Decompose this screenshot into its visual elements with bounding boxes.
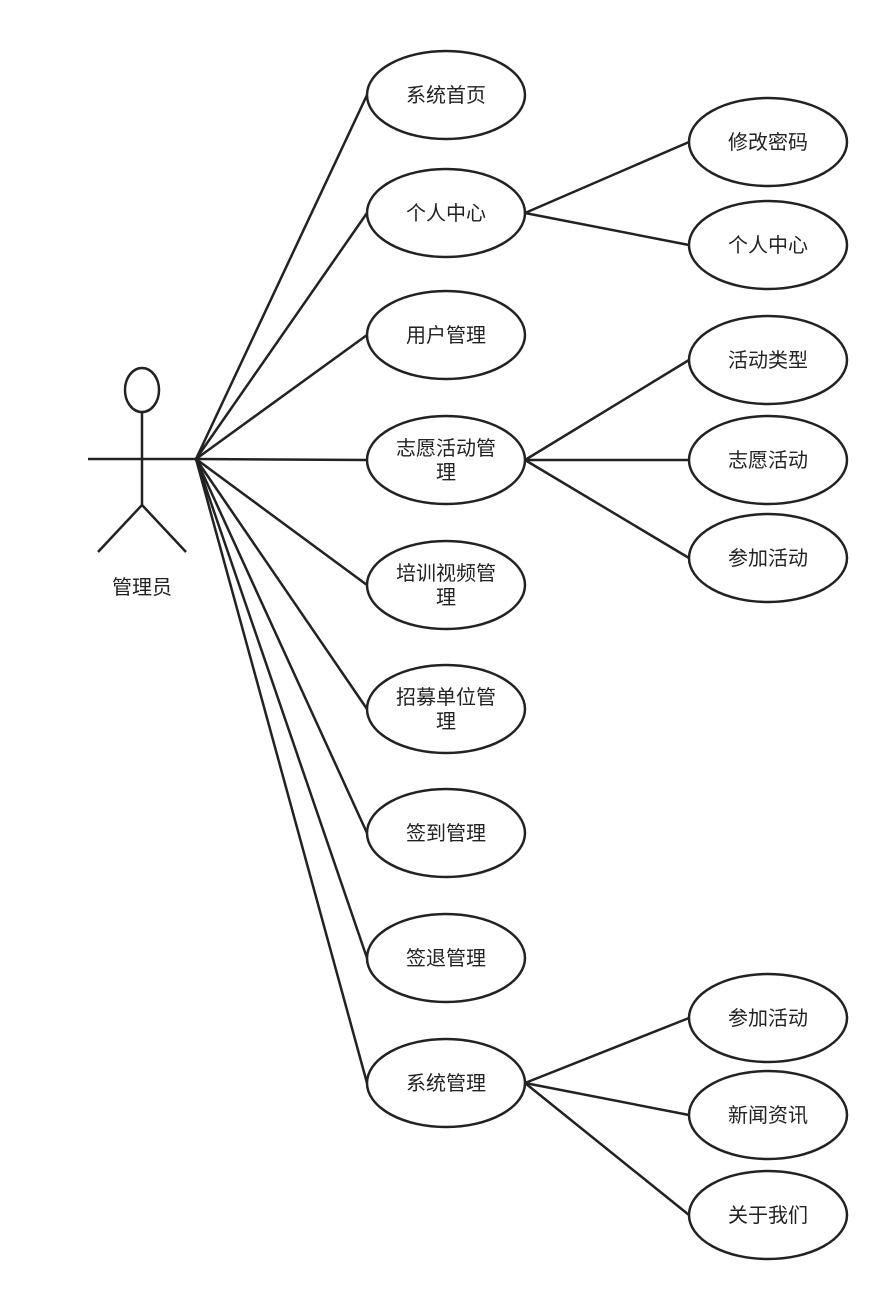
nodes-layer: 系统首页个人中心修改密码个人中心用户管理志愿活动管理活动类型志愿活动参加活动培训… [365, 49, 849, 1261]
use-case-personal-center-label-line: 个人中心 [728, 234, 808, 257]
use-case-checkin-mgmt-ellipse [365, 787, 527, 879]
edge-actor-system-mgmt [194, 458, 369, 1084]
use-case-home-label-line: 系统首页 [406, 84, 486, 107]
use-case-recruit-unit-mgmt-label-line: 理 [436, 711, 456, 733]
use-case-volunteer-activity: 志愿活动 [687, 414, 849, 506]
use-case-checkout-mgmt: 签退管理 [365, 912, 527, 1004]
use-case-recruit-unit-mgmt-ellipse [365, 663, 527, 755]
use-case-sys-join-activity-ellipse [687, 972, 849, 1064]
use-case-activity-type: 活动类型 [687, 314, 849, 406]
use-case-system-mgmt: 系统管理 [365, 1037, 527, 1129]
actor-label: 管理员 [112, 576, 172, 599]
use-case-volunteer-activity-ellipse [687, 414, 849, 506]
use-case-volunteer-mgmt-ellipse [365, 414, 527, 506]
use-case-sys-join-activity-label-line: 参加活动 [728, 1007, 808, 1030]
use-case-user-mgmt: 用户管理 [365, 289, 527, 381]
use-case-join-activity-ellipse [687, 512, 849, 604]
use-case-personal-ellipse [365, 167, 527, 259]
actor-head [123, 366, 161, 414]
use-case-activity-type-label-line: 活动类型 [728, 349, 808, 372]
use-case-system-mgmt-ellipse [365, 1037, 527, 1129]
edge-personal-personal-center [524, 211, 690, 247]
actor-right-leg [141, 504, 187, 553]
use-case-personal: 个人中心 [365, 167, 527, 259]
use-case-volunteer-activity-label-line: 志愿活动 [728, 449, 808, 472]
use-case-activity-type-ellipse [687, 314, 849, 406]
use-case-about-us-ellipse [687, 1169, 849, 1261]
use-case-system-mgmt-label-line: 系统管理 [406, 1072, 486, 1095]
use-case-personal-center: 个人中心 [687, 199, 849, 291]
use-case-checkin-mgmt-label-line: 签到管理 [406, 822, 486, 845]
use-case-sys-join-activity: 参加活动 [687, 972, 849, 1064]
use-case-home: 系统首页 [365, 49, 527, 141]
edge-system-mgmt-news [524, 1081, 690, 1117]
use-case-about-us: 关于我们 [687, 1169, 849, 1261]
use-case-news-ellipse [687, 1069, 849, 1161]
edge-personal-change-password [524, 140, 690, 215]
actor-admin: 管理员 [88, 366, 196, 599]
use-case-news: 新闻资讯 [687, 1069, 849, 1161]
use-case-join-activity-label-line: 参加活动 [728, 547, 808, 570]
use-case-checkin-mgmt: 签到管理 [365, 787, 527, 879]
edge-actor-training-video-mgmt [195, 457, 368, 587]
use-case-user-mgmt-label-line: 用户管理 [406, 324, 486, 347]
use-case-news-label-line: 新闻资讯 [728, 1104, 808, 1127]
use-case-volunteer-mgmt-label-line: 理 [436, 462, 456, 484]
use-case-training-video-mgmt-ellipse [365, 539, 527, 631]
actor-left-leg [97, 504, 143, 553]
use-case-personal-center-ellipse [687, 199, 849, 291]
use-case-change-password-ellipse [687, 96, 849, 188]
edge-actor-personal [194, 212, 369, 460]
use-case-training-video-mgmt-label-line: 理 [436, 587, 456, 609]
use-case-personal-label-line: 个人中心 [406, 202, 486, 225]
use-case-about-us-label-line: 关于我们 [728, 1204, 808, 1227]
edge-actor-checkout-mgmt [194, 458, 369, 959]
edge-actor-checkin-mgmt [194, 458, 369, 834]
use-case-checkout-mgmt-ellipse [365, 912, 527, 1004]
use-case-training-video-mgmt-label-line: 培训视频管 [396, 562, 496, 585]
use-case-change-password: 修改密码 [687, 96, 849, 188]
edge-actor-recruit-unit-mgmt [194, 458, 369, 710]
use-case-recruit-unit-mgmt-label-line: 招募单位管 [396, 686, 496, 709]
edges-layer [194, 94, 690, 1216]
edge-system-mgmt-sys-join-activity [524, 1016, 690, 1085]
use-case-checkout-mgmt-label-line: 签退管理 [406, 947, 486, 970]
use-case-home-ellipse [365, 49, 527, 141]
edge-actor-volunteer-mgmt [195, 457, 368, 462]
use-case-join-activity: 参加活动 [687, 512, 849, 604]
edge-actor-home [194, 94, 369, 460]
edge-volunteer-mgmt-join-activity [524, 458, 690, 560]
use-case-volunteer-mgmt-label-line: 志愿活动管 [396, 437, 496, 460]
edge-volunteer-mgmt-activity-type [524, 358, 690, 462]
use-case-change-password-label-line: 修改密码 [728, 131, 808, 154]
edge-actor-user-mgmt [195, 333, 368, 461]
use-case-user-mgmt-ellipse [365, 289, 527, 381]
edge-system-mgmt-about-us [524, 1082, 690, 1216]
